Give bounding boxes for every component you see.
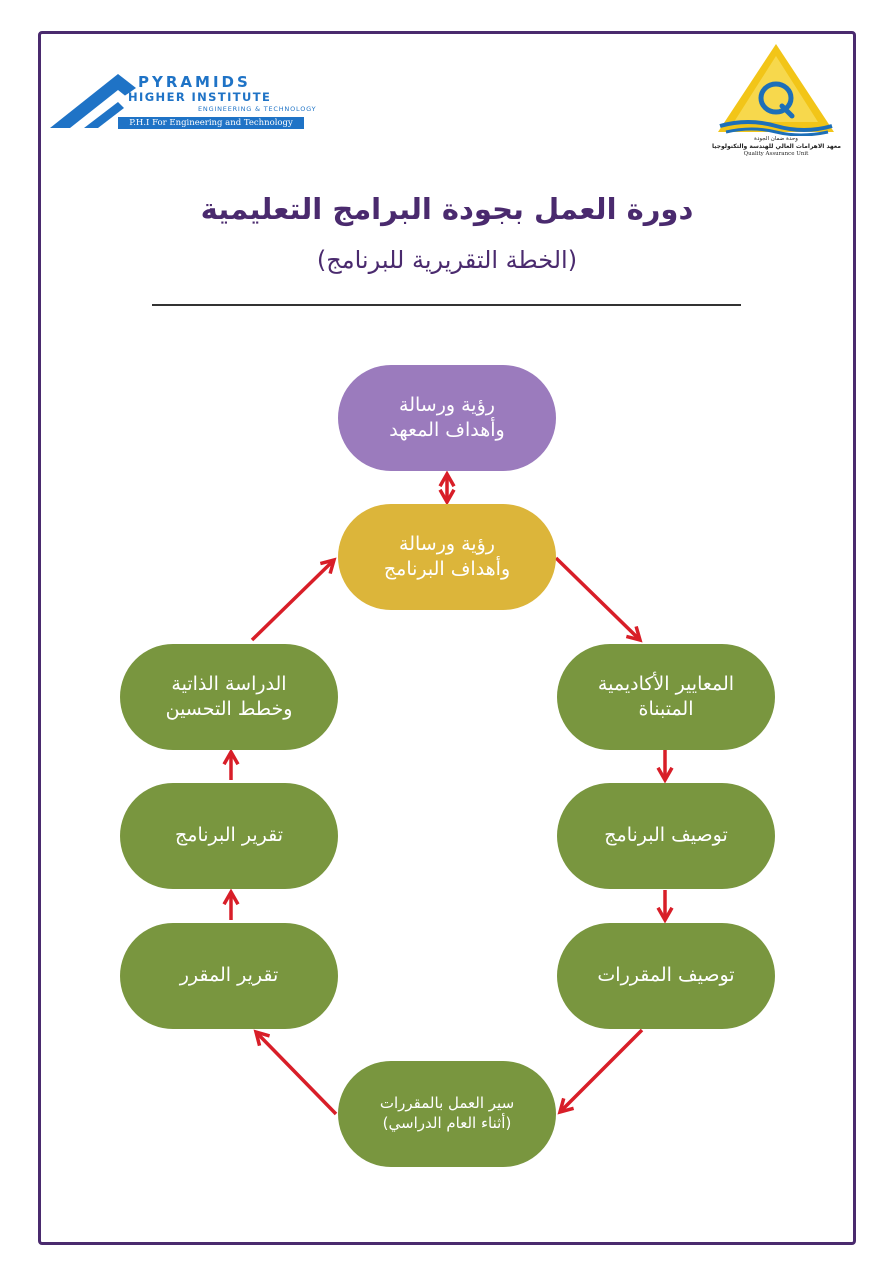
logo-right-line3: Quality Assurance Unit: [743, 151, 809, 157]
node-course-spec-label: توصيف المقررات: [597, 964, 735, 987]
arrow-self-study-program: [250, 557, 337, 642]
logo-right-line2: معهد الاهرامات العالي للهندسة والتكنولوج…: [712, 143, 841, 150]
node-academic-standards-label: المعايير الأكاديمية المتبناة: [597, 672, 735, 720]
title-divider: [152, 304, 741, 306]
node-program-report: تقرير البرنامج: [120, 783, 338, 889]
arrow-program-standards: [554, 556, 643, 643]
quality-assurance-logo: وحدة ضمان الجودة معهد الاهرامات العالي ل…: [712, 42, 841, 160]
node-course-report: تقرير المقرر: [120, 923, 338, 1029]
logo-left-bar: P.H.I For Engineering and Technology: [118, 117, 304, 129]
logo-left-name: PYRAMIDS: [138, 73, 251, 91]
page-subtitle: (الخطة التقريرية للبرنامج): [316, 246, 578, 274]
node-institute-vision-label: رؤية ورسالة وأهداف المعهد: [389, 393, 505, 441]
node-program-vision-label: رؤية ورسالة وأهداف البرنامج: [383, 532, 511, 580]
node-program-spec-label: توصيف البرنامج: [604, 824, 728, 847]
node-courses-progress-label: سير العمل بالمقررات (أثناء العام الدراسي…: [379, 1094, 515, 1132]
node-self-study-label: الدراسة الذاتية وخطط التحسين: [165, 672, 293, 720]
pyramid-icon: [50, 74, 136, 128]
node-courses-progress: سير العمل بالمقررات (أثناء العام الدراسي…: [338, 1061, 556, 1167]
logo-right-line1: وحدة ضمان الجودة: [754, 136, 798, 142]
node-academic-standards: المعايير الأكاديمية المتبناة: [557, 644, 775, 750]
pyramids-institute-logo: PYRAMIDS HIGHER INSTITUTE ENGINEERING & …: [48, 70, 316, 134]
node-self-study: الدراسة الذاتية وخطط التحسين: [120, 644, 338, 750]
page-title: دورة العمل بجودة البرامج التعليمية: [200, 192, 694, 226]
quality-pyramid-icon: [718, 44, 834, 137]
page-frame: [38, 31, 856, 1245]
node-program-vision: رؤية ورسالة وأهداف البرنامج: [338, 504, 556, 610]
node-program-spec: توصيف البرنامج: [557, 783, 775, 889]
logo-left-subtitle: HIGHER INSTITUTE: [128, 90, 272, 104]
logo-left-bar-text: P.H.I For Engineering and Technology: [129, 118, 293, 128]
arrow-courses-progress: [557, 1028, 644, 1115]
arrow-progress-course-report: [253, 1029, 338, 1116]
logo-left-tagline: ENGINEERING & TECHNOLOGY: [198, 105, 317, 113]
node-course-spec: توصيف المقررات: [557, 923, 775, 1029]
node-course-report-label: تقرير المقرر: [179, 964, 279, 987]
node-institute-vision: رؤية ورسالة وأهداف المعهد: [338, 365, 556, 471]
node-program-report-label: تقرير البرنامج: [175, 824, 283, 847]
